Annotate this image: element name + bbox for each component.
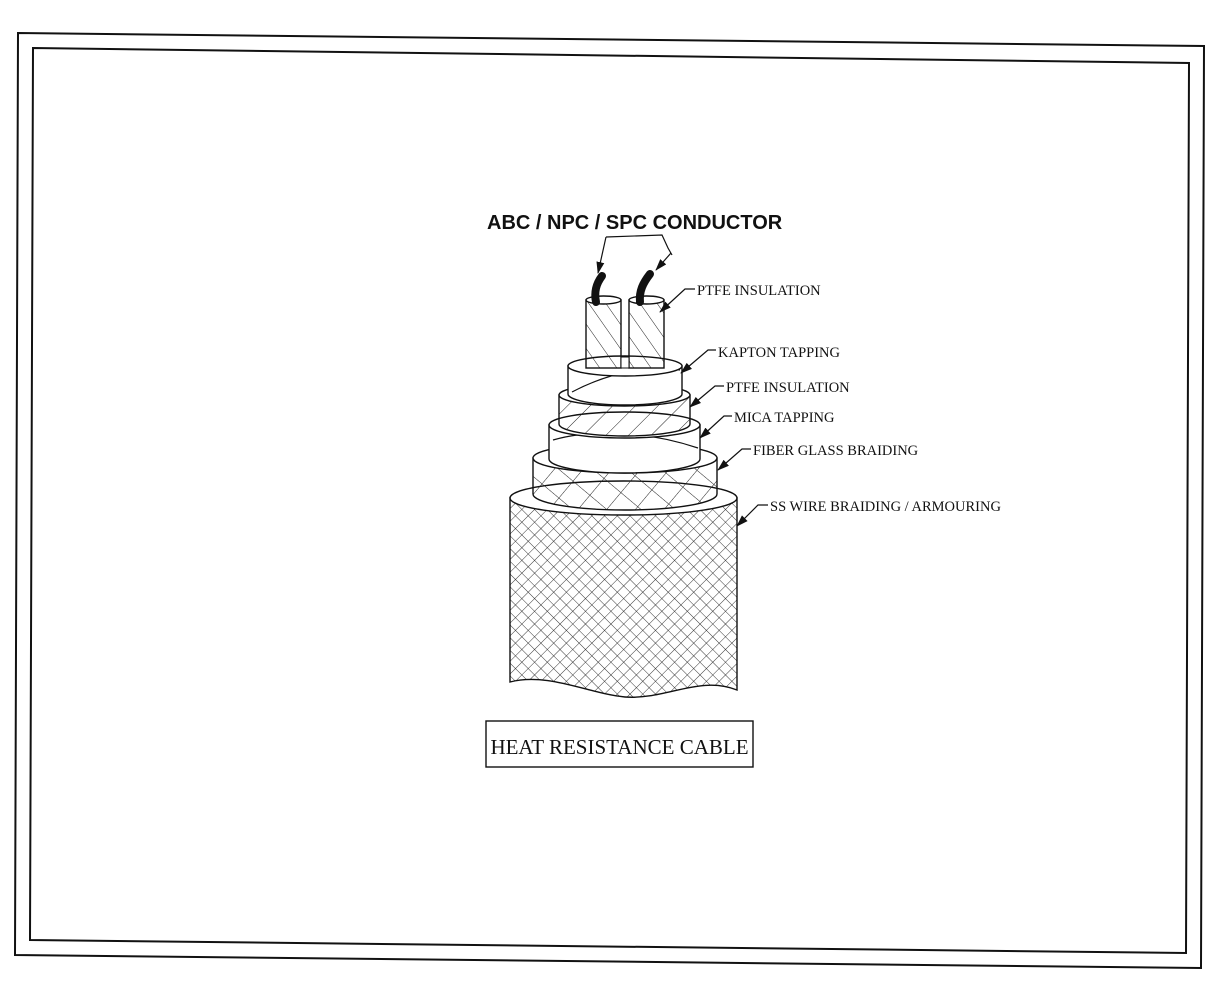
- conductor-wires: [591, 270, 654, 306]
- outer-border: [13, 31, 1206, 970]
- conductor-label: ABC / NPC / SPC CONDUCTOR: [487, 212, 783, 234]
- drawing-title: HEAT RESISTANCE CABLE: [490, 735, 748, 759]
- ss-wire-braiding-label: SS WIRE BRAIDING / ARMOURING: [770, 499, 1001, 515]
- ptfe-insulation-inner-label: PTFE INSULATION: [697, 283, 821, 299]
- fiber-glass-braiding-label: FIBER GLASS BRAIDING: [753, 443, 919, 459]
- mica-tapping-label: MICA TAPPING: [734, 410, 835, 426]
- kapton-tapping-label: KAPTON TAPPING: [718, 345, 841, 361]
- ss-wire-braiding-layer: [509, 480, 738, 698]
- ptfe-insulation-outer-label: PTFE INSULATION: [726, 380, 850, 396]
- layer-callouts: PTFE INSULATION KAPTON TAPPING PTFE INSU…: [659, 283, 1001, 527]
- title-block: HEAT RESISTANCE CABLE: [485, 720, 754, 768]
- inner-border: [28, 46, 1191, 955]
- insulated-cores: [585, 295, 665, 369]
- conductor-leader: [596, 234, 673, 274]
